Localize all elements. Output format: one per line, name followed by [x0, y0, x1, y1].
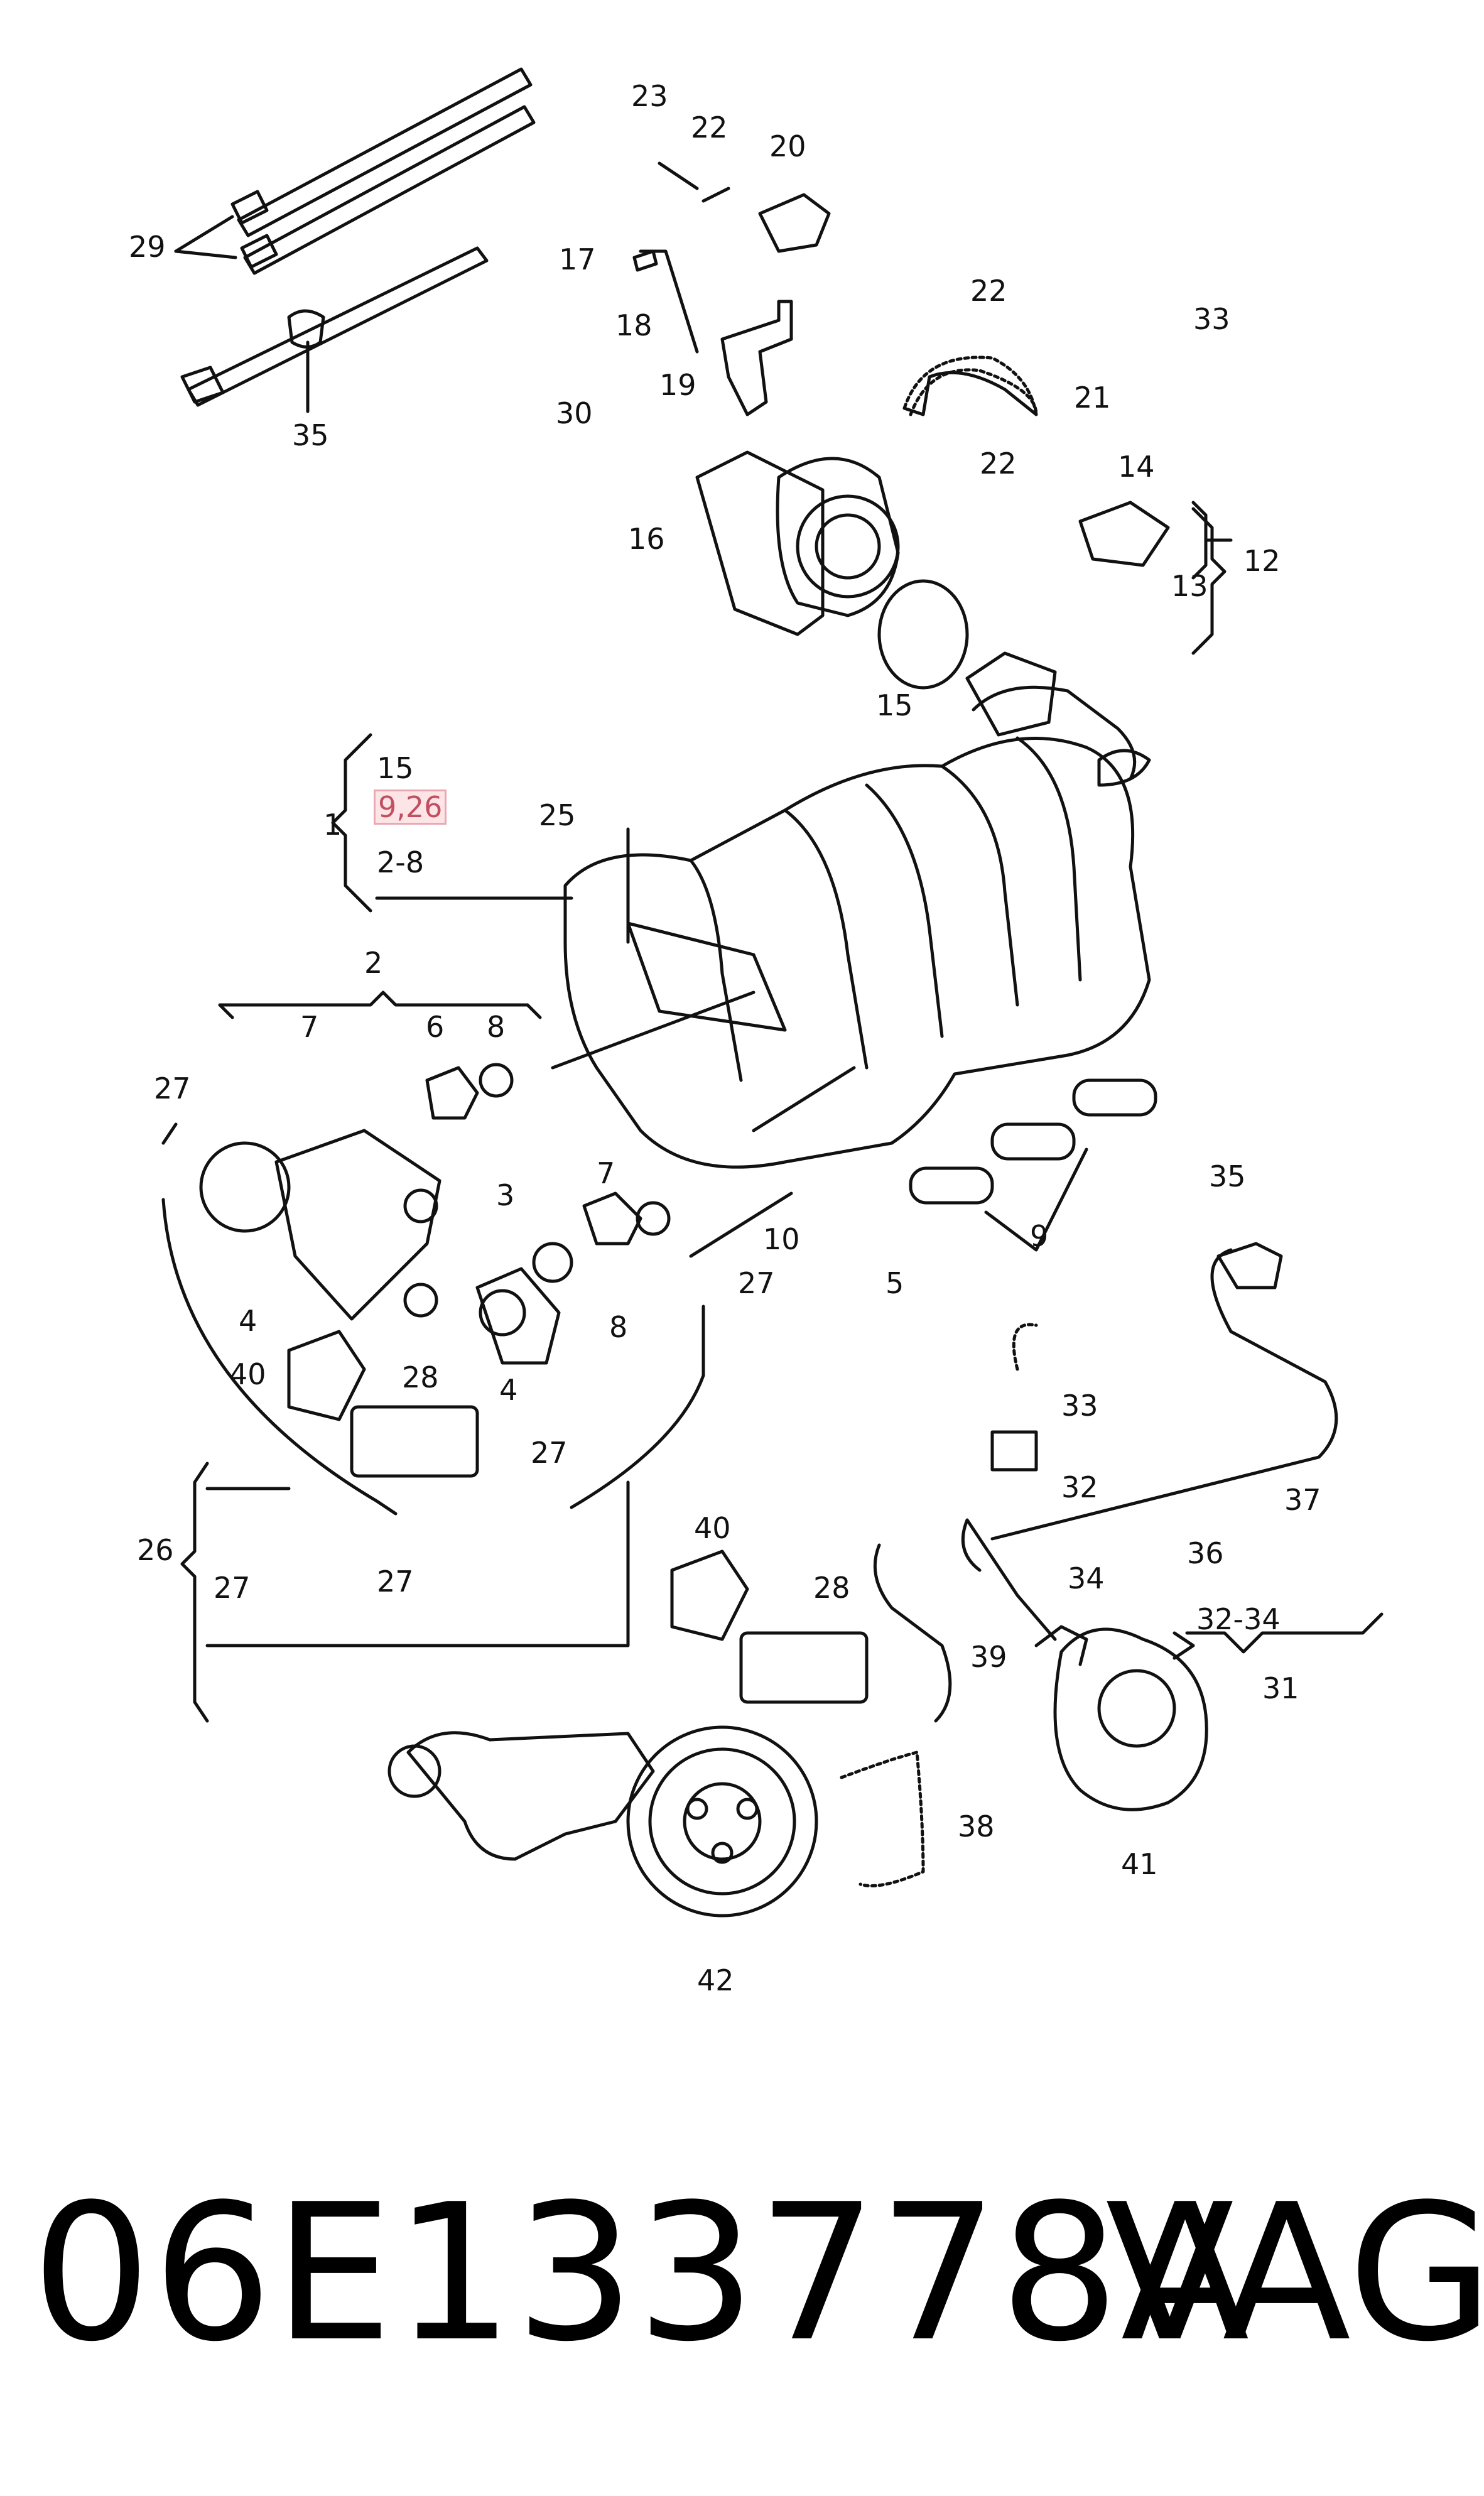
solenoid-valve-28a: [350, 1405, 479, 1478]
callout-2-8: 2-8: [377, 845, 425, 879]
callout-40: 40: [694, 1511, 731, 1545]
callout-7: 7: [597, 1156, 615, 1190]
callout-3: 3: [496, 1178, 515, 1212]
callout-4: 4: [239, 1304, 257, 1338]
callout-18: 18: [615, 308, 653, 342]
callout-12: 12: [1243, 544, 1281, 578]
callout-37: 37: [1284, 1483, 1321, 1517]
part-number: 06E133778A: [31, 2164, 1251, 2383]
callout-35: 35: [1209, 1159, 1246, 1193]
vacuum-pipe-31: [990, 1248, 1338, 1541]
callout-34: 34: [1068, 1561, 1105, 1595]
callout-27: 27: [738, 1266, 775, 1300]
callout-2: 2: [364, 946, 383, 980]
callout-21: 21: [1074, 381, 1111, 415]
callout-27: 27: [377, 1565, 414, 1598]
callout-7: 7: [300, 1010, 319, 1044]
callout-31: 31: [1262, 1671, 1299, 1705]
callout-40: 40: [229, 1357, 266, 1391]
callout-4: 4: [499, 1373, 518, 1407]
callout-22: 22: [691, 111, 728, 144]
callout-42: 42: [697, 1963, 734, 1997]
callout-15: 15: [876, 688, 913, 722]
callout-5: 5: [886, 1266, 904, 1300]
callout-20: 20: [769, 129, 806, 163]
callout-9: 9: [1030, 1219, 1049, 1253]
callout-22: 22: [980, 447, 1017, 480]
callout-35: 35: [292, 418, 329, 452]
callout-41: 41: [1121, 1847, 1158, 1881]
callout-16: 16: [628, 522, 665, 556]
callout-14: 14: [1118, 450, 1155, 484]
throttle-body: [695, 450, 969, 690]
callout-29: 29: [129, 230, 166, 264]
coolant-pump-pulley: [387, 1725, 818, 1918]
callout-15: 15: [377, 751, 414, 785]
callout-33: 33: [1061, 1389, 1098, 1423]
callout-33: 33: [1193, 302, 1230, 336]
callout-32: 32: [1061, 1470, 1098, 1504]
callout-22: 22: [970, 274, 1007, 308]
solenoid-valve-28b: [739, 1631, 869, 1704]
callout-9-26-highlighted: 9,26: [373, 789, 447, 825]
callout-13: 13: [1171, 569, 1208, 603]
callout-19: 19: [659, 368, 696, 402]
callout-27: 27: [531, 1436, 568, 1470]
callout-27: 27: [214, 1571, 251, 1605]
callout-8: 8: [487, 1010, 506, 1044]
vacuum-pump: [1034, 1625, 1208, 1811]
callout-28: 28: [813, 1571, 850, 1605]
cable-ties: [174, 67, 536, 413]
callout-10: 10: [763, 1222, 800, 1256]
callout-26: 26: [137, 1533, 174, 1567]
callout-23: 23: [631, 79, 668, 113]
callout-25: 25: [539, 798, 576, 832]
callout-28: 28: [402, 1360, 439, 1394]
callout-30: 30: [556, 396, 593, 430]
callout-32-34: 32-34: [1196, 1602, 1281, 1636]
actuator-assembly: [199, 1063, 671, 1321]
intake-manifold: [563, 651, 1151, 1169]
callout-27: 27: [154, 1072, 191, 1105]
vacuum-hoses: [161, 1122, 705, 1516]
callout-1: 1: [323, 808, 342, 842]
callout-8: 8: [609, 1310, 628, 1344]
callout-36: 36: [1187, 1536, 1224, 1570]
callout-39: 39: [970, 1640, 1007, 1674]
callout-38: 38: [958, 1810, 995, 1843]
brand-label: VAG: [1105, 2164, 1484, 2383]
callout-6: 6: [426, 1010, 445, 1044]
callout-17: 17: [559, 242, 596, 276]
